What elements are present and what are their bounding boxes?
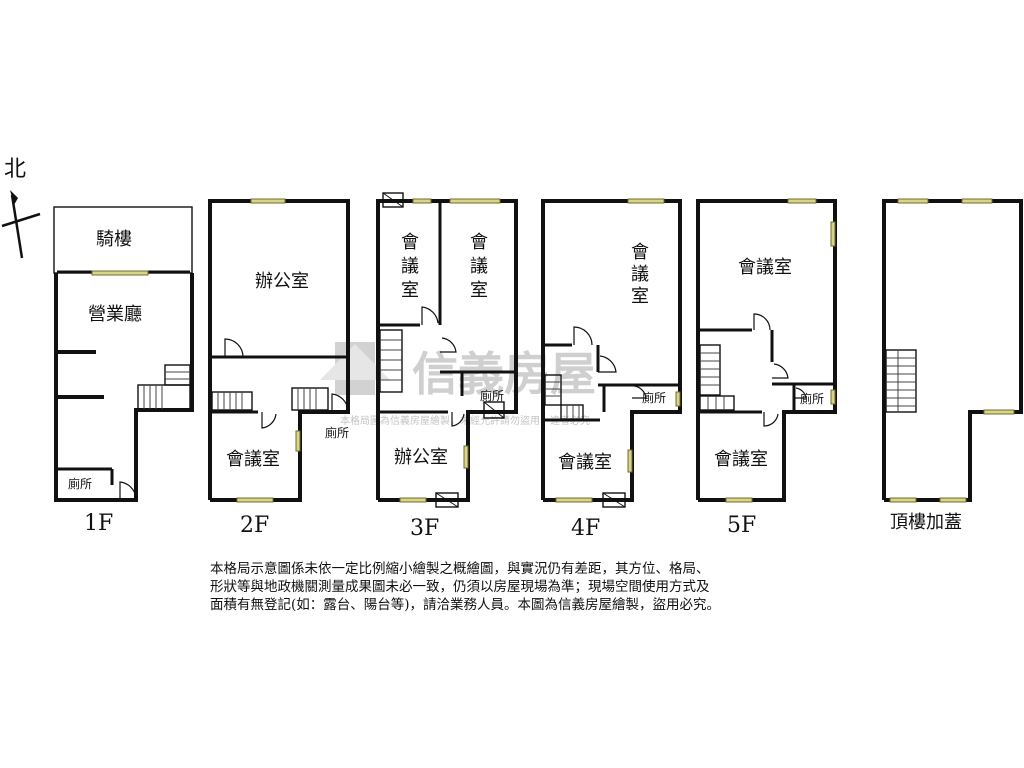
room-meeting: 會議室 bbox=[226, 449, 280, 470]
disclaimer-text: 本格局示意圖係未依一定比例縮小繪製之概繪圖，與實況仍有差距，其方位、格局、 形狀… bbox=[210, 560, 830, 614]
watermark: 信義房屋 本格局圖為信義房屋繪製，未經允許請勿盜用，違者必究 bbox=[320, 342, 596, 427]
floor-roof-addition: 頂樓加蓋 bbox=[882, 198, 1023, 533]
disclaimer-line: 面積有無登記(如：露台、陽台等)，請洽業務人員。本圖為信義房屋繪製，盜用必究。 bbox=[210, 597, 721, 613]
floor-label-2f: 2F bbox=[240, 513, 269, 538]
room-business-hall: 營業廳 bbox=[88, 304, 142, 325]
stairs bbox=[885, 349, 917, 413]
room-meeting-right: 會議室 bbox=[470, 232, 488, 301]
room-meeting-left: 會議室 bbox=[401, 232, 419, 301]
room-meeting-top: 會議室 bbox=[631, 242, 649, 307]
floor-1f: 騎樓 營業廳 廁所 1F bbox=[53, 206, 194, 536]
room-meeting-bottom: 會議室 bbox=[714, 449, 768, 470]
room-meeting-top: 會議室 bbox=[738, 257, 792, 278]
floor-label-1f: 1F bbox=[84, 511, 113, 536]
floor-label-4f: 4F bbox=[571, 516, 600, 541]
stairs bbox=[699, 344, 735, 411]
disclaimer-line: 形狀等與地政機關測量成果圖未必一致，仍須以房屋現場為準；現場空間使用方式及 bbox=[210, 579, 710, 595]
watermark-notice: 本格局圖為信義房屋繪製，未經允許請勿盜用，違者必究 bbox=[340, 414, 590, 427]
north-compass: 北 bbox=[1, 157, 41, 259]
watermark-logo-icon bbox=[320, 342, 390, 395]
room-toilet: 廁所 bbox=[480, 388, 504, 403]
floor-label-5f: 5F bbox=[727, 513, 756, 538]
room-office: 辦公室 bbox=[394, 447, 448, 468]
floor-label-3f: 3F bbox=[410, 516, 439, 541]
disclaimer-line: 本格局示意圖係未依一定比例縮小繪製之概繪圖，與實況仍有差距，其方位、格局、 bbox=[210, 561, 710, 577]
north-label: 北 bbox=[4, 157, 26, 182]
floor-5f: 會議室 廁所 會議室 5F bbox=[696, 198, 837, 538]
room-toilet: 廁所 bbox=[68, 476, 92, 491]
room-office: 辦公室 bbox=[255, 271, 309, 292]
room-toilet: 廁所 bbox=[325, 425, 349, 440]
watermark-brand: 信義房屋 bbox=[412, 347, 596, 401]
stairs bbox=[211, 387, 329, 411]
stairs bbox=[379, 329, 403, 393]
room-toilet: 廁所 bbox=[642, 390, 666, 405]
north-arrow-icon bbox=[10, 194, 24, 259]
room-meeting-bottom: 會議室 bbox=[558, 452, 612, 473]
room-arcade: 騎樓 bbox=[96, 229, 132, 250]
stairs bbox=[544, 374, 584, 420]
floor-3f: 會議室 會議室 廁所 辦公室 3F bbox=[376, 192, 518, 541]
floor-4f: 會議室 廁所 會議室 4F bbox=[541, 198, 682, 541]
room-toilet: 廁所 bbox=[800, 391, 824, 406]
stairs bbox=[137, 364, 191, 410]
floor-label-roof: 頂樓加蓋 bbox=[890, 512, 962, 533]
floor-2f: 辦公室 會議室 廁所 2F bbox=[208, 198, 350, 538]
